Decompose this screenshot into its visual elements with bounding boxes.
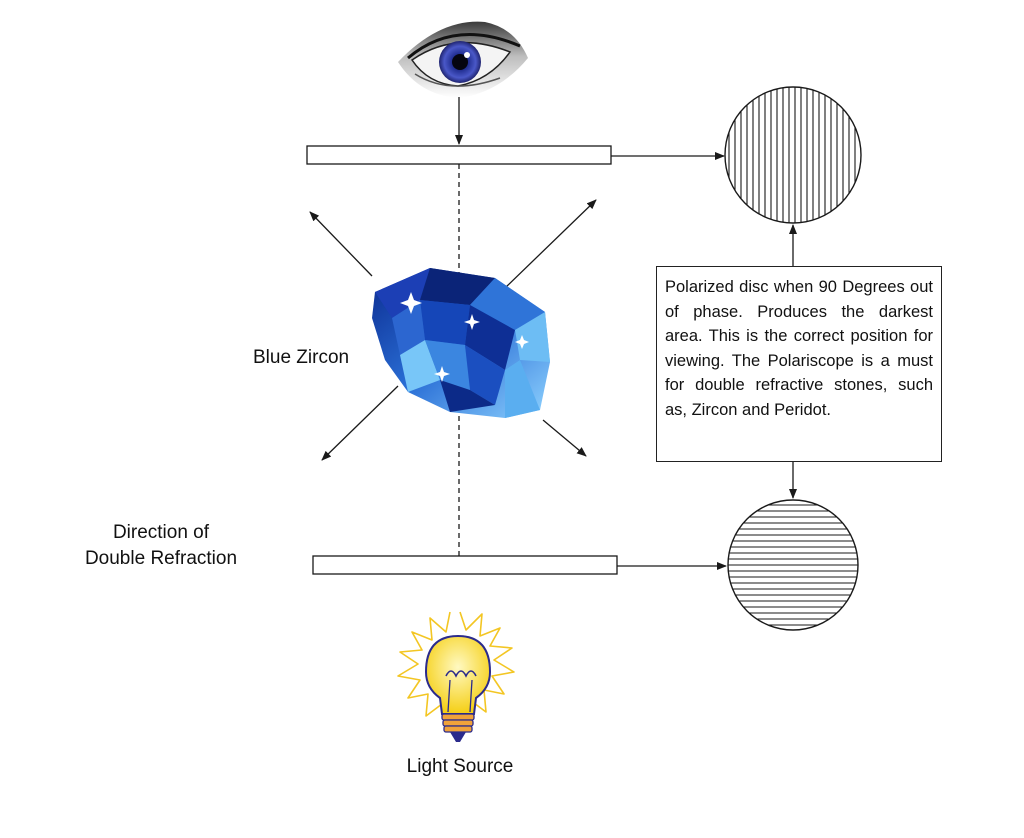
light-bulb-icon (397, 611, 515, 742)
direction-label-line1: Direction of (112, 522, 210, 543)
light-source-label: Light Source (406, 756, 514, 777)
eye-icon (398, 21, 528, 98)
polarizer-plate (312, 555, 618, 575)
note-text: Polarized disc when 90 Degrees out of ph… (665, 278, 933, 419)
note-box: Polarized disc when 90 Degrees out of ph… (656, 266, 942, 462)
refraction-arrow-up-right (504, 199, 597, 289)
refraction-arrow-down-right (542, 419, 587, 457)
direction-label-line2: Double Refraction (84, 548, 238, 569)
gem-icon (372, 268, 550, 418)
refraction-arrow-down-left (321, 385, 399, 461)
analyzer-plate (306, 145, 612, 165)
polarized-disc-vertical (724, 86, 862, 224)
gem-label: Blue Zircon (253, 347, 350, 368)
direction-label: Direction of Double Refraction (66, 520, 256, 572)
polarized-disc-horizontal (727, 499, 859, 631)
refraction-arrow-up-left (309, 211, 373, 277)
